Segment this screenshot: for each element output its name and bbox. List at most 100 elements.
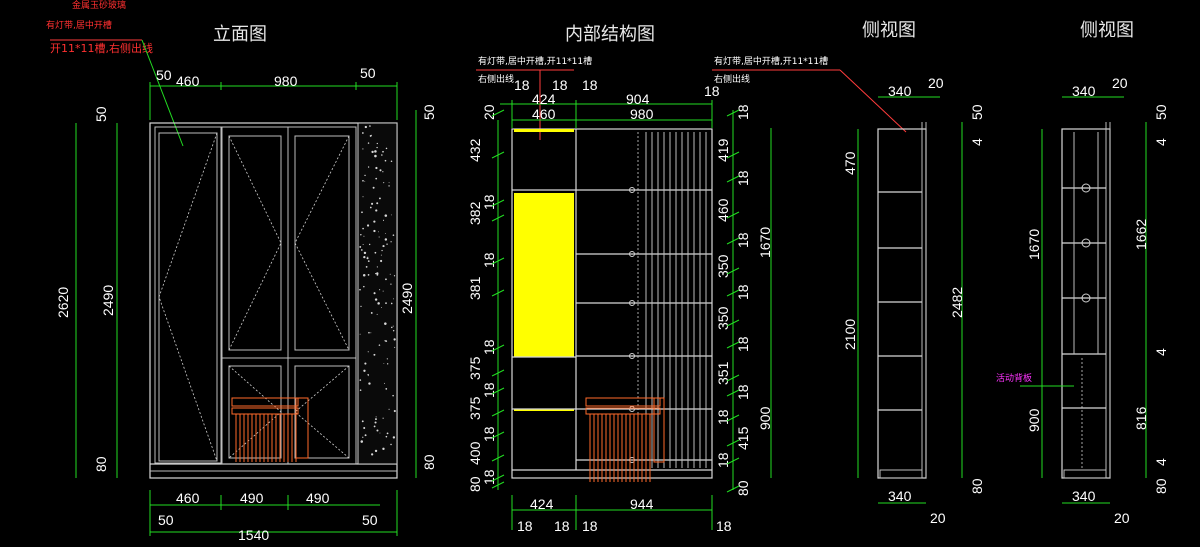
title-elevation: 立面图 <box>213 24 267 45</box>
side2-outline <box>1061 128 1111 479</box>
elev-dim-bottom-50a: 50 <box>158 512 174 528</box>
dim-tick <box>726 319 740 327</box>
stone-speckle <box>365 265 368 268</box>
door-swing-left <box>158 132 218 462</box>
stone-speckle <box>385 302 387 305</box>
door-upper-right-panel <box>294 135 350 351</box>
int-left-dim-label: 18 <box>481 382 497 398</box>
stone-speckle <box>374 150 377 153</box>
elev-dim-top-980: 980 <box>274 73 298 89</box>
stone-speckle <box>373 229 376 233</box>
stone-speckle <box>374 421 377 424</box>
stone-speckle <box>384 238 388 241</box>
internal-vertical-slats <box>637 132 707 468</box>
door-upper-right <box>287 126 357 359</box>
stone-speckle <box>363 255 366 259</box>
stone-speckle <box>376 202 379 205</box>
note-groove-right: 开11*11槽,右侧出线 <box>50 41 153 55</box>
dim-tick <box>726 267 740 275</box>
dim-tick <box>491 214 505 222</box>
stone-speckle <box>392 436 396 439</box>
int-right-dim-label: 415 <box>735 426 751 450</box>
elev-dim-total-1540: 1540 <box>238 527 269 543</box>
stone-speckle <box>359 379 362 381</box>
int-right-dim-label: 460 <box>715 198 731 222</box>
side2-dim-top-20: 20 <box>1112 75 1128 91</box>
stone-speckle <box>364 174 366 177</box>
int-left-dim-label: 375 <box>467 396 483 420</box>
side2-dim-4b: 4 <box>1153 348 1169 356</box>
stone-speckle <box>391 326 393 329</box>
side1-outline <box>877 128 927 479</box>
stone-speckle <box>376 273 379 276</box>
side1-dim-2100: 2100 <box>842 319 858 350</box>
stone-speckle <box>363 285 365 288</box>
stone-speckle <box>360 234 362 236</box>
shelf-hole <box>629 300 635 306</box>
dim-tick <box>491 481 505 489</box>
stone-speckle <box>369 125 371 127</box>
stone-speckle <box>392 325 394 327</box>
side2-shelves <box>1062 132 1106 468</box>
stone-speckle <box>390 241 392 243</box>
stone-speckle <box>375 272 377 275</box>
stone-speckle <box>378 344 381 346</box>
stone-speckle <box>364 180 366 182</box>
shelf-hole <box>629 187 635 193</box>
elev-dim-bottom-490a: 490 <box>240 490 264 506</box>
dim-tick <box>491 409 505 417</box>
stone-speckle <box>385 435 388 438</box>
note-internal-light: 有灯带,居中开槽,开11*11槽 <box>478 55 592 67</box>
side2-dim-4c: 4 <box>1153 458 1169 466</box>
stone-speckle <box>360 249 363 251</box>
stone-speckle <box>378 197 381 200</box>
stone-speckle <box>366 224 370 227</box>
side1-dim-2482: 2482 <box>949 287 965 318</box>
int-right-dim-label: 351 <box>715 361 731 385</box>
side-view-2: 活动背板 340 20 1670 900 50 4 1662 4 816 4 8… <box>996 75 1169 526</box>
side1-dim-bottom-20: 20 <box>930 510 946 526</box>
light-strip-low <box>514 409 574 411</box>
stone-speckle <box>382 417 384 419</box>
stone-speckle <box>392 329 395 332</box>
stone-speckle <box>376 142 378 145</box>
int-right-dim-label: 18 <box>735 104 751 120</box>
stone-speckle <box>380 259 383 263</box>
yellow-panel <box>514 193 574 357</box>
stone-speckle <box>388 185 390 187</box>
elev-dim-bottom-460: 460 <box>176 490 200 506</box>
stone-speckle <box>367 375 369 377</box>
stone-speckle <box>369 206 372 209</box>
stone-speckle <box>390 160 393 162</box>
glass-door-frame <box>154 126 222 464</box>
stone-speckle <box>385 278 387 281</box>
stone-speckle <box>376 313 378 315</box>
side1-dim-80: 80 <box>969 478 985 494</box>
title-side-1: 侧视图 <box>862 20 916 41</box>
stone-speckle <box>370 312 373 314</box>
dim-tick <box>726 175 740 183</box>
stone-speckle <box>375 177 378 180</box>
stone-speckle <box>367 142 370 144</box>
int-right-dim-label: 350 <box>715 254 731 278</box>
door-swing-ur <box>294 135 350 351</box>
int-right-dim-label: 18 <box>735 232 751 248</box>
side1-dim-50: 50 <box>969 104 985 120</box>
stone-speckle <box>387 363 389 365</box>
stone-speckle <box>362 196 364 198</box>
side2-dim-900: 900 <box>1026 408 1042 432</box>
stone-speckle <box>359 288 361 291</box>
door-lower-left-panel <box>228 365 282 459</box>
dim-tick <box>726 485 740 493</box>
int-left-dim-label: 18 <box>481 339 497 355</box>
side2-dim-80: 80 <box>1153 478 1169 494</box>
dim-tick <box>491 199 505 207</box>
stone-speckle <box>379 432 381 434</box>
stone-speckle <box>385 147 388 150</box>
stone-speckle <box>383 182 385 184</box>
dim-tick <box>726 439 740 447</box>
stone-speckle <box>376 272 379 275</box>
dim-tick <box>726 457 740 465</box>
elevation-view: 金属玉砂玻璃 有灯带,居中开槽 开11*11槽,右侧出线 <box>46 0 437 543</box>
